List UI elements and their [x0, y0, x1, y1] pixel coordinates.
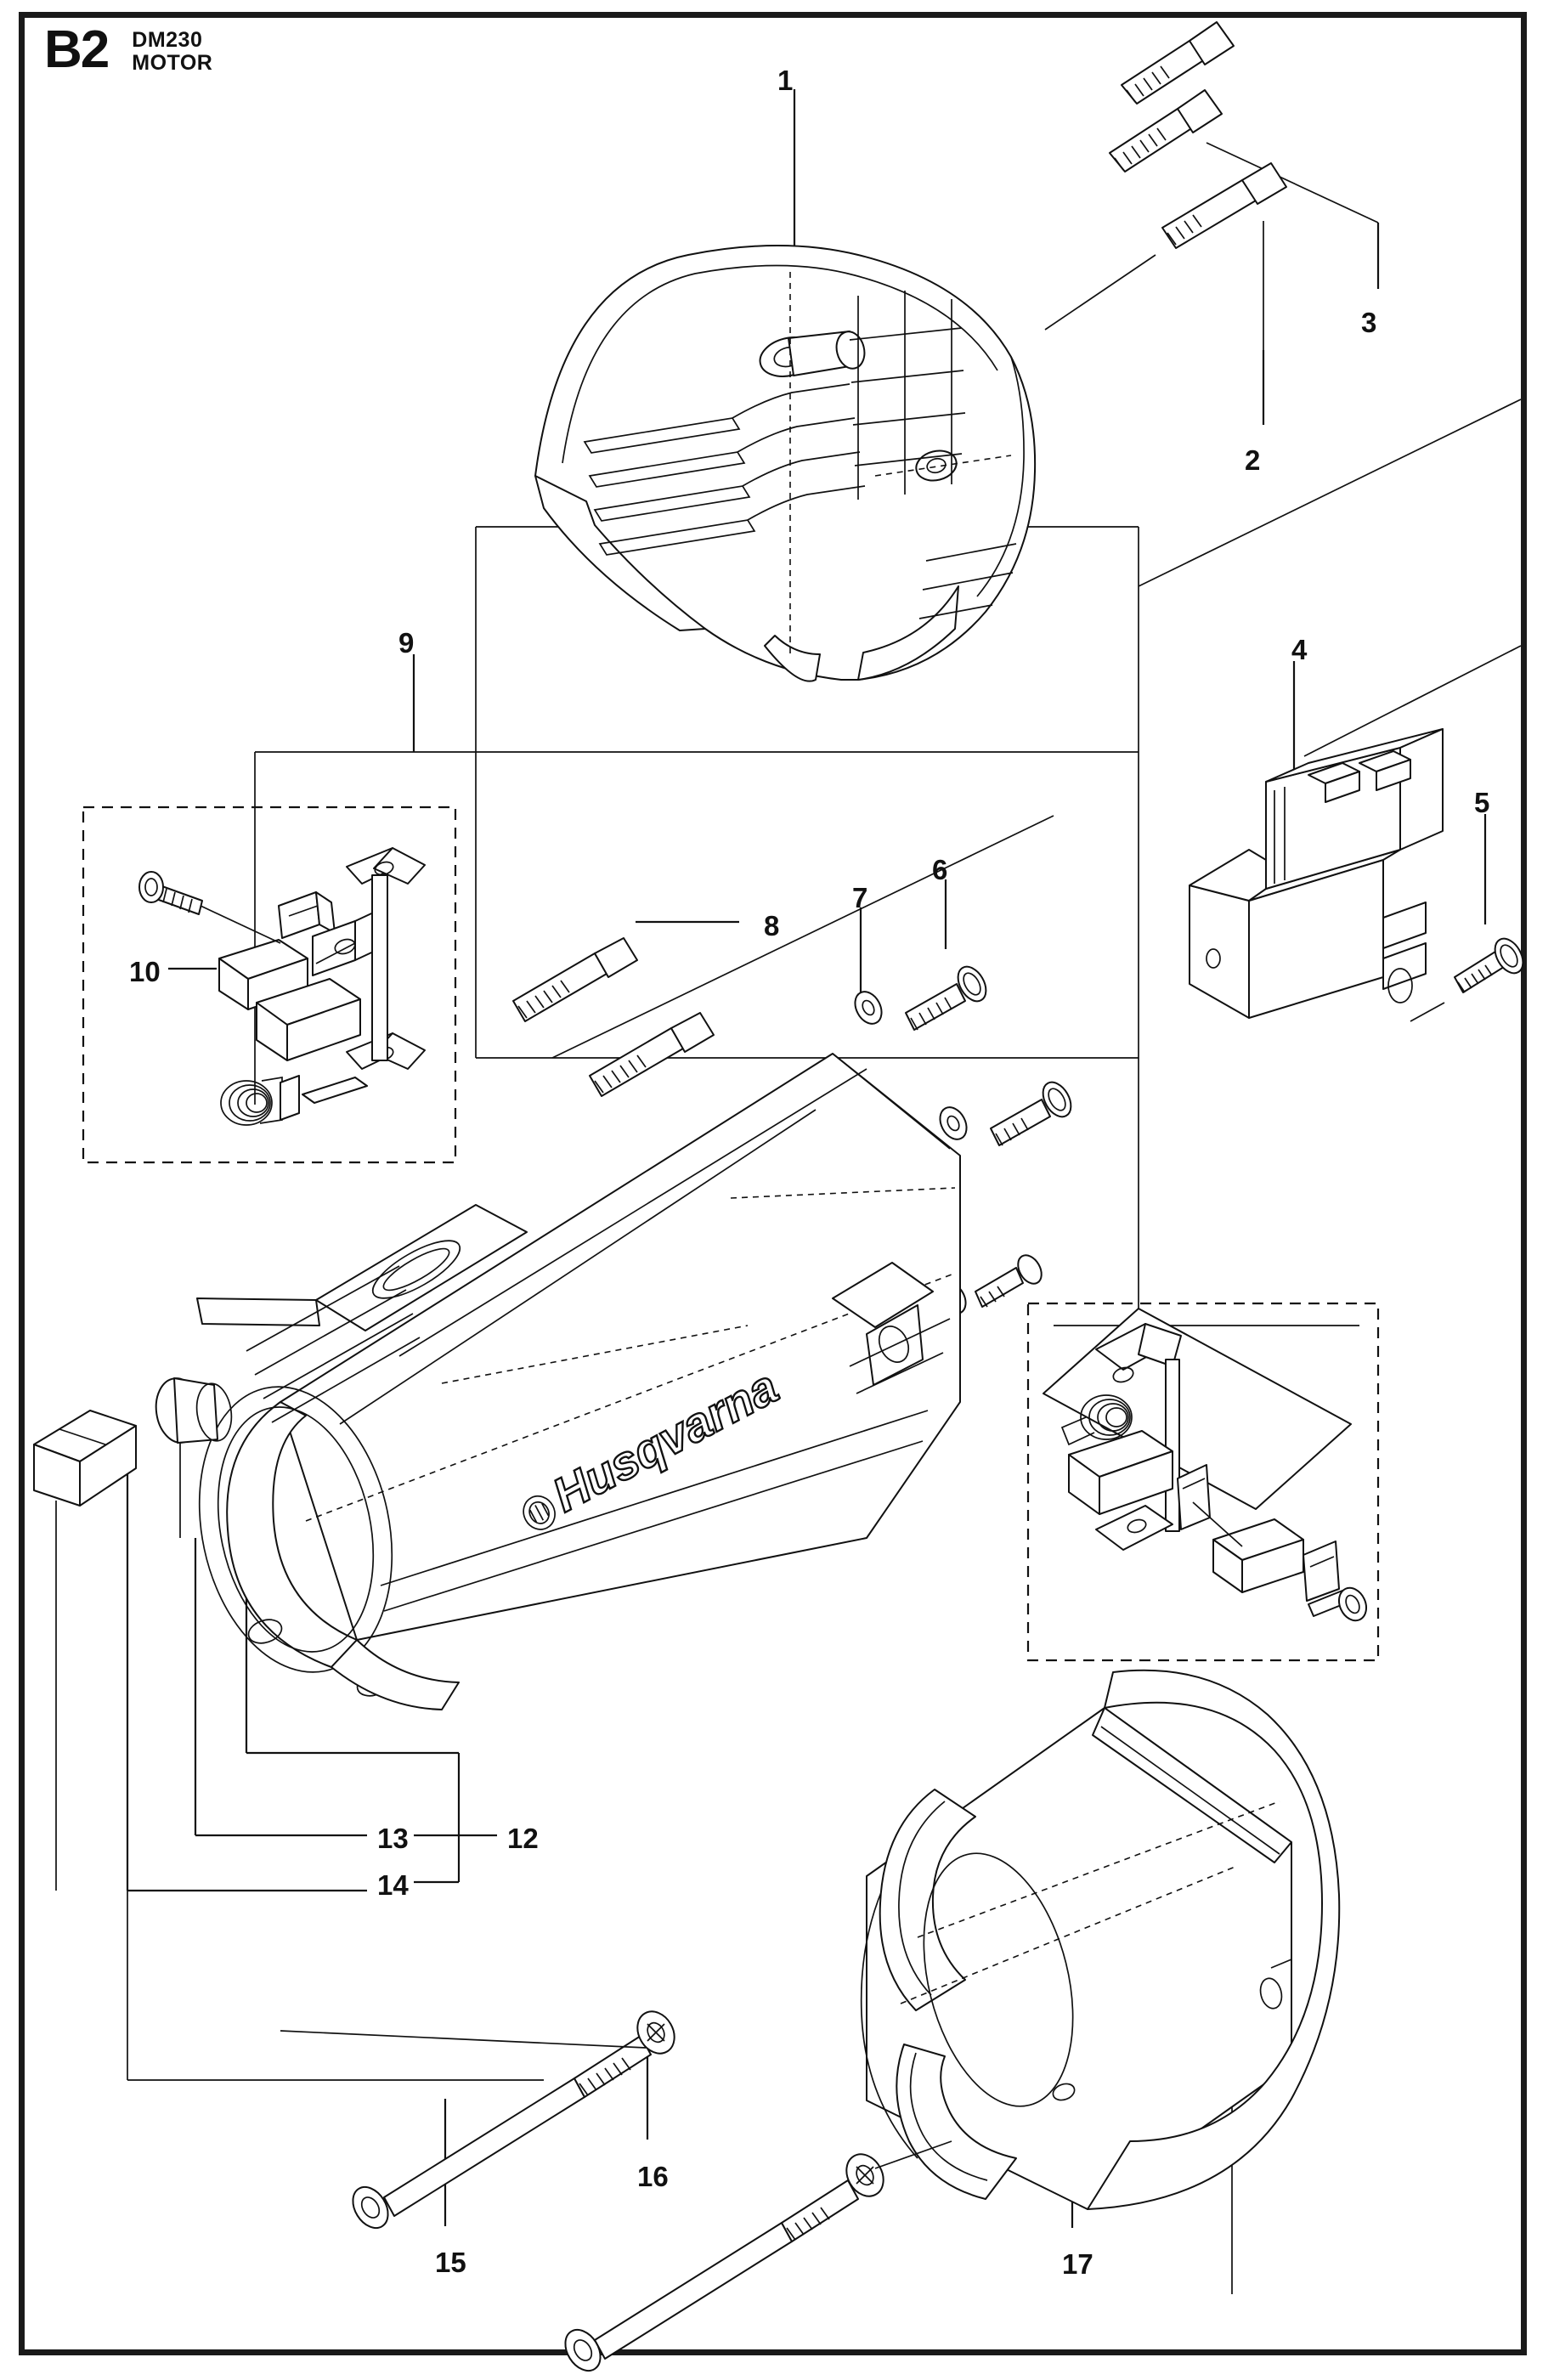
part-13-bushing	[152, 1376, 235, 1538]
section-code: B2	[44, 20, 110, 79]
motor-housing-body: Husqvarna	[174, 1054, 960, 1710]
callout-10: 10	[129, 956, 161, 987]
part-8-bolt-upper	[513, 938, 637, 1021]
model-name: DM230	[132, 28, 203, 52]
callout-5: 5	[1474, 787, 1490, 818]
page-header: B2 DM230 MOTOR	[44, 24, 212, 76]
part-6-screw	[906, 962, 992, 1030]
part-15-bolt-upper	[280, 2031, 651, 2235]
callout-12: 12	[507, 1823, 539, 1854]
callout-13: 13	[377, 1823, 409, 1854]
part-14-terminal-block	[34, 1410, 136, 1891]
brush-spring-right	[1062, 1395, 1132, 1444]
part-7-washer	[850, 987, 887, 1028]
callout-6: 6	[932, 854, 948, 885]
part-12-brush-holder-assembly-right	[1028, 1303, 1378, 1660]
callout-4: 4	[1291, 634, 1308, 665]
part-15-bolt-lower	[558, 2180, 858, 2377]
header-titles: DM230 MOTOR	[132, 24, 212, 75]
callout-17: 17	[1062, 2248, 1093, 2280]
callout-1: 1	[777, 65, 794, 96]
part-16-washer-upper	[630, 2004, 682, 2060]
part-3-screw-long-upper	[1122, 22, 1234, 104]
callout-9: 9	[398, 627, 415, 659]
assembly-name: MOTOR	[132, 51, 213, 75]
brush-spring	[221, 1077, 282, 1125]
callout-3: 3	[1361, 307, 1377, 338]
part-16-washer-lower	[839, 2141, 952, 2203]
part-8-bolt-lower	[590, 1013, 714, 1096]
callout-16: 16	[637, 2161, 669, 2192]
page-border-frame	[19, 12, 1527, 2355]
part-4-electronics-module	[1190, 729, 1443, 1018]
part-1-motor-housing-cover	[535, 246, 1035, 681]
part-3-screw-long	[1110, 90, 1378, 223]
part-5-screw	[1410, 934, 1529, 1021]
callout-14: 14	[377, 1869, 409, 1901]
part-2-screw-long	[1045, 163, 1286, 350]
callout-15: 15	[435, 2247, 466, 2278]
callout-2: 2	[1245, 444, 1261, 476]
washer-screw-set-2	[935, 1077, 1076, 1145]
callout-8: 8	[764, 910, 780, 941]
part-9-brush-holder-assembly-left	[83, 807, 455, 1162]
part-17-stator	[862, 1671, 1340, 2209]
crown-emblem	[517, 1490, 561, 1535]
callout-7: 7	[852, 882, 868, 913]
